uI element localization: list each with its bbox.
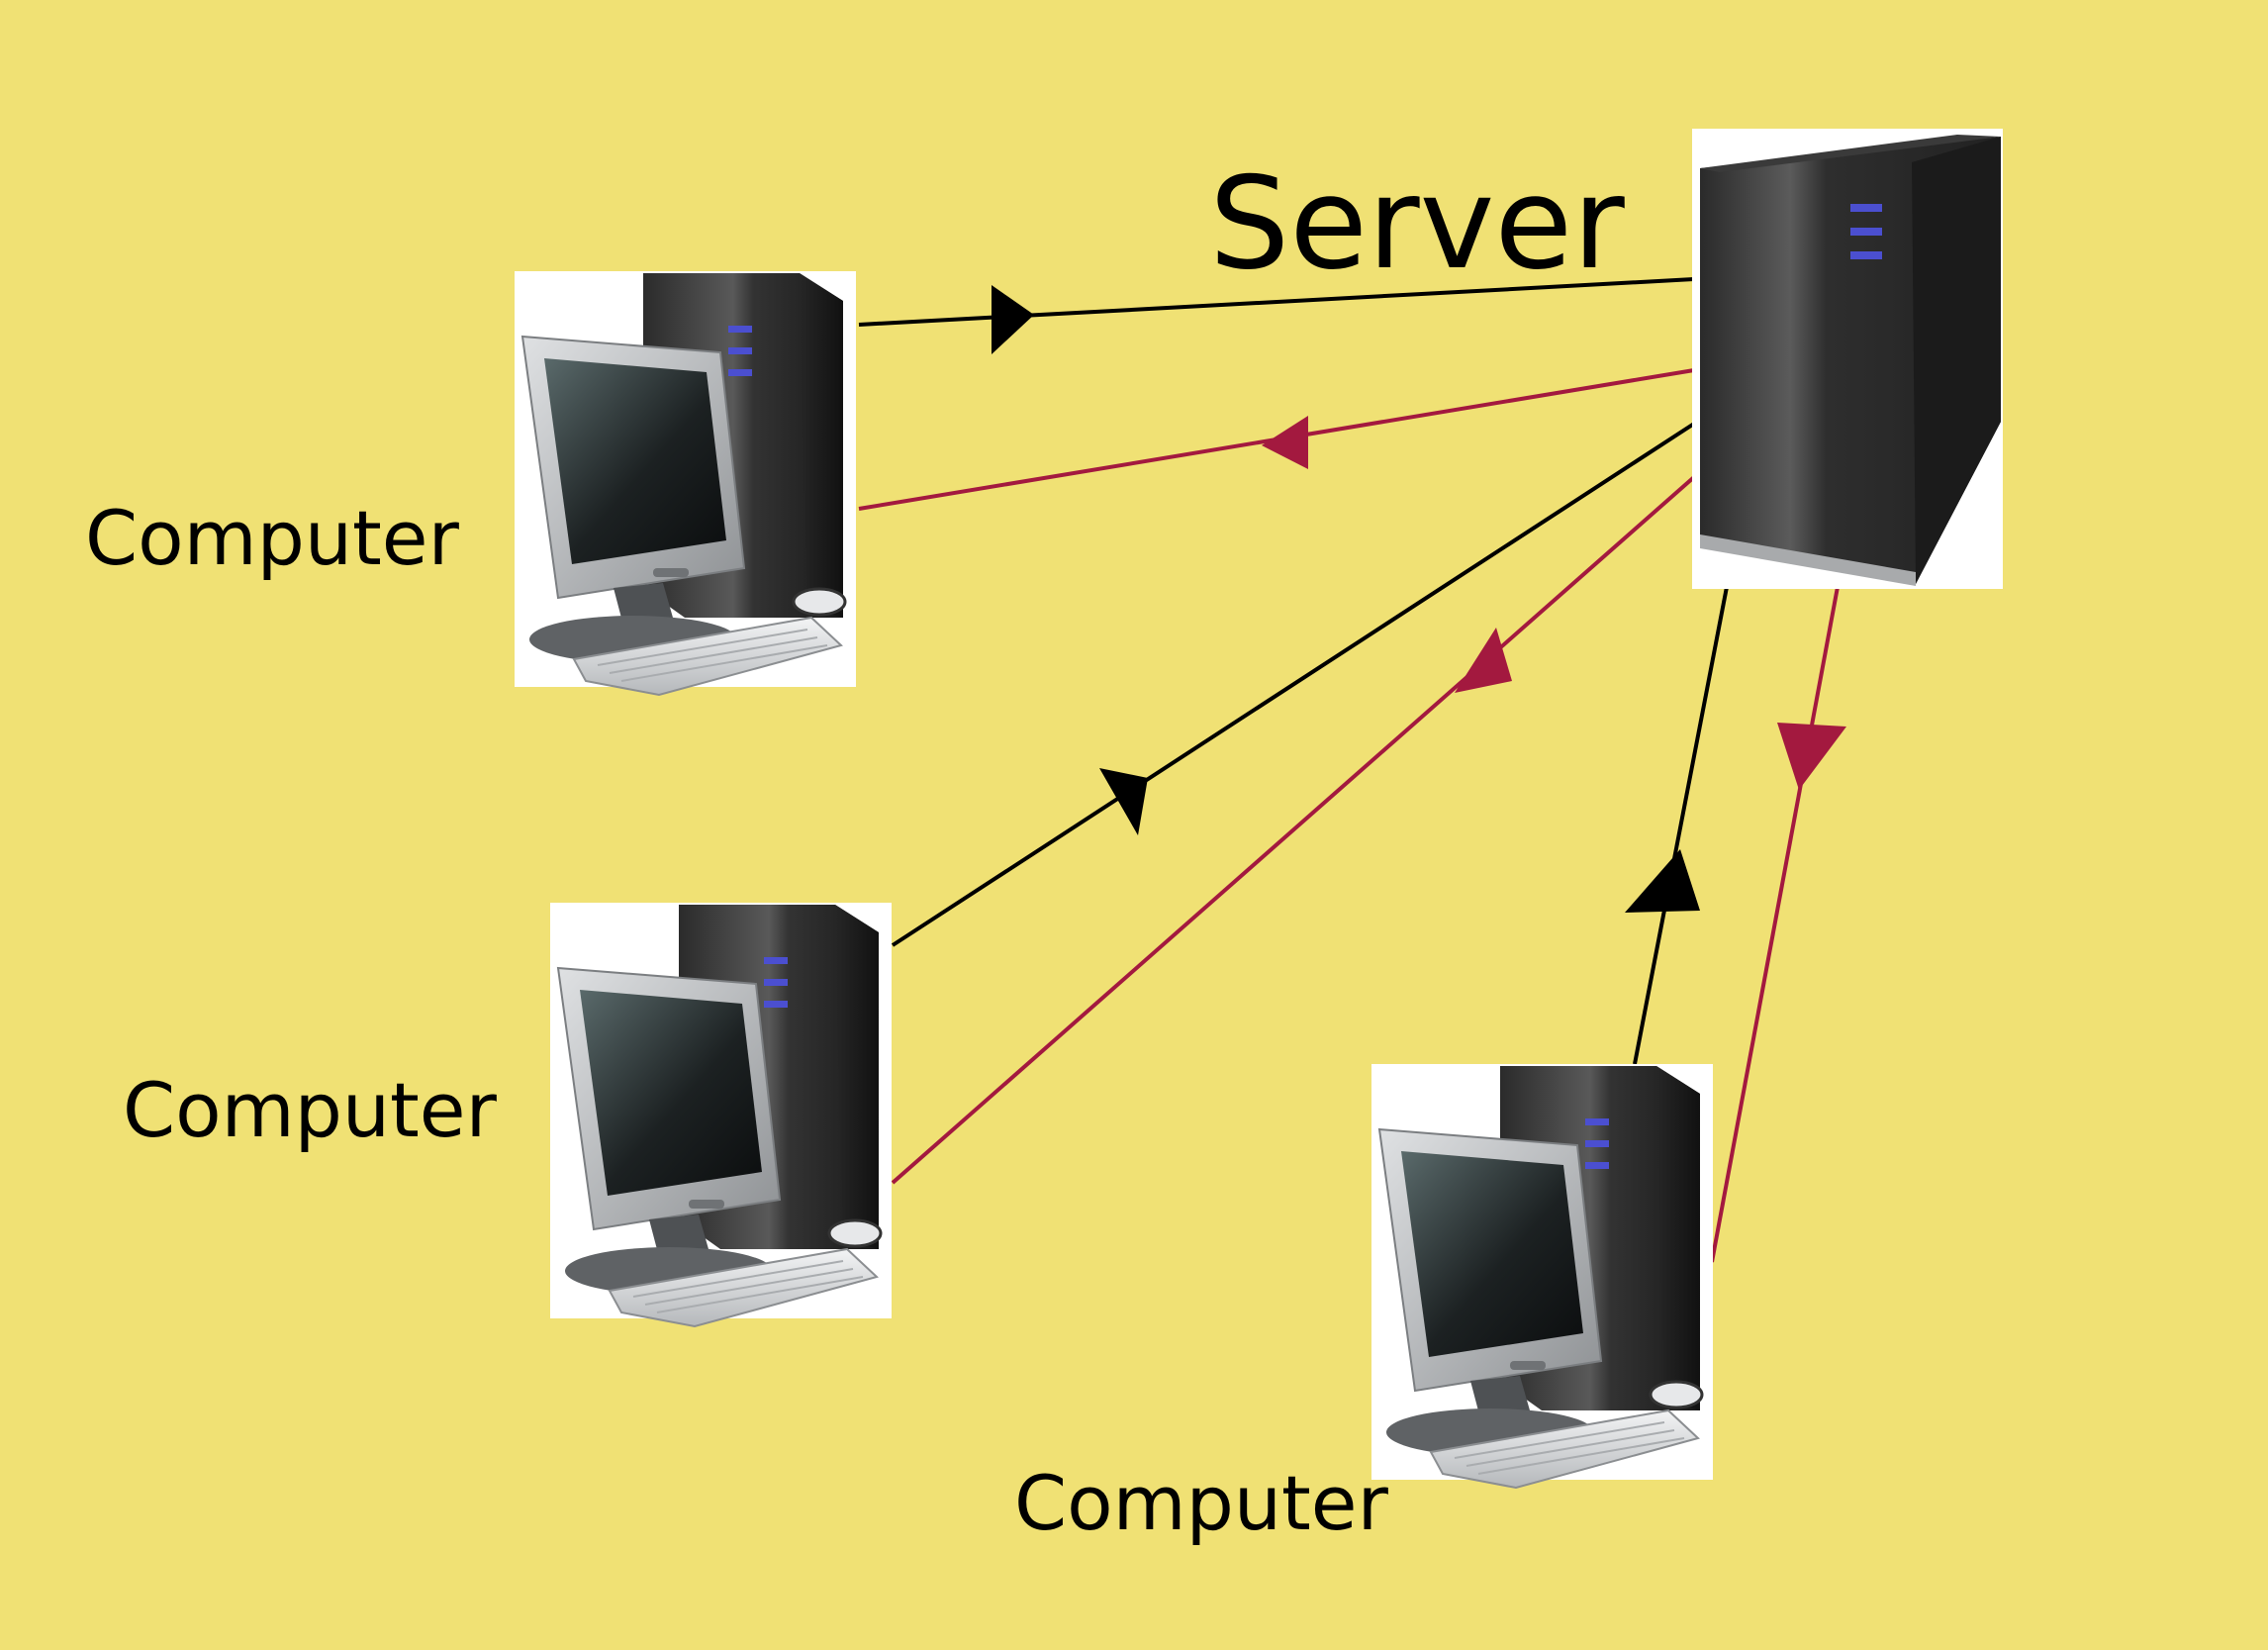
arrowhead-response-2 <box>1455 628 1512 693</box>
desktop-computer-icon <box>1370 1062 1715 1490</box>
computer-label-2: Computer <box>123 1066 498 1154</box>
connection-request-2 <box>891 422 1696 947</box>
arrowhead-request-1 <box>992 285 1034 354</box>
server-label: Server <box>1209 150 1625 298</box>
desktop-computer-icon <box>513 269 858 697</box>
connection-response-2 <box>891 475 1696 1185</box>
arrowhead-response-3 <box>1777 723 1846 790</box>
connection-request-3 <box>1633 586 1729 1065</box>
computer-label-3: Computer <box>1014 1459 1389 1547</box>
connection-response-3 <box>1710 586 1840 1263</box>
arrowhead-request-3 <box>1625 849 1700 913</box>
desktop-computer-icon <box>548 901 894 1328</box>
arrowhead-request-2 <box>1099 768 1148 835</box>
computer-label-1: Computer <box>85 494 460 582</box>
arrowhead-response-1 <box>1262 416 1308 469</box>
connection-lines <box>858 277 1846 1263</box>
server-tower-icon <box>1692 129 2003 589</box>
